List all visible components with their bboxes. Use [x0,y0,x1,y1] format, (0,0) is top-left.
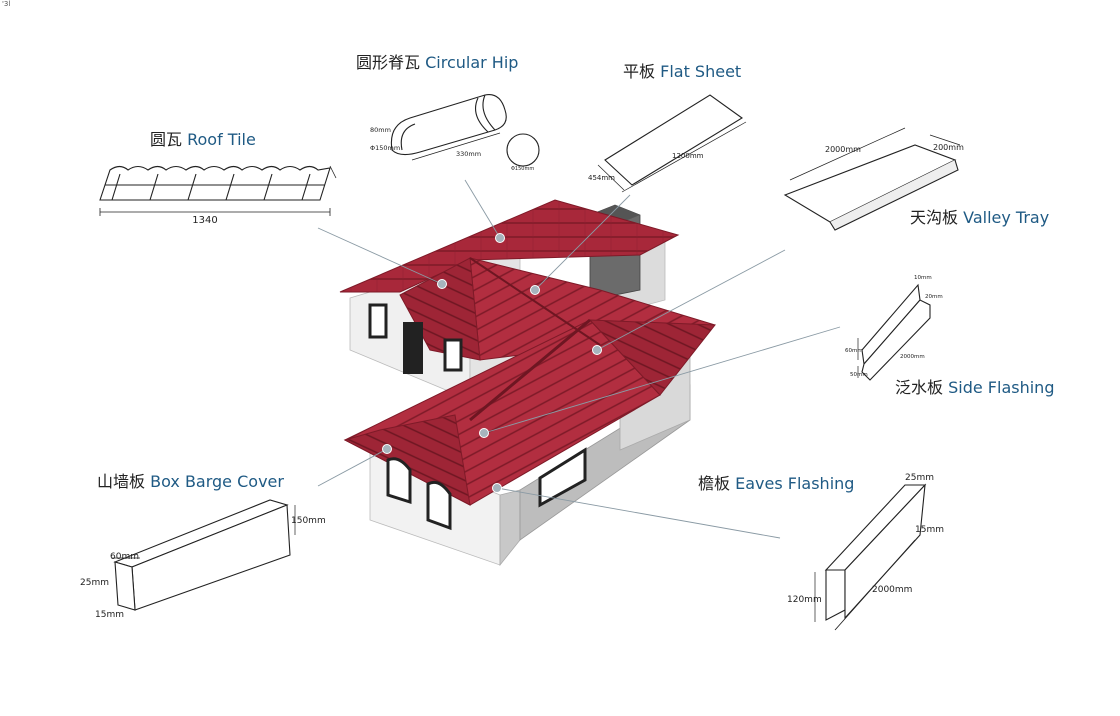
eaves-flashing-dim-2000: 2000mm [872,585,912,595]
eaves-flashing-dim-25: 25mm [905,473,934,483]
house-illustration [339,199,716,567]
leader-side-flashing [483,326,841,434]
dot-box-barge [382,444,392,454]
roof-tile-drawing [99,165,337,216]
dot-side-flashing [479,428,489,438]
roof-tile-en: Roof Tile [187,130,256,149]
circular-hip-dim-330: 330mm [456,150,481,158]
window-back-2 [443,338,463,372]
leader-flat-sheet [534,194,631,291]
dot-valley-tray [592,345,602,355]
window-front-2 [426,480,452,531]
valley-tray-drawing [783,127,961,231]
valley-tray-dim-2000: 2000mm [825,145,861,154]
circular-hip-en: Circular Hip [425,53,519,72]
circular-hip-zh: 圆形脊瓦 [356,53,421,72]
roof-front-hip [588,319,716,396]
roof-tile-zh: 圆瓦 [150,130,183,149]
valley-tray-zh: 天沟板 [910,208,959,227]
label-valley-tray: 天沟板 Valley Tray [910,208,1049,228]
box-barge-dim-25: 25mm [80,578,109,588]
side-flashing-dim-20: 20mm [925,294,943,300]
roof-tile-dim-1340: 1340 [192,215,217,226]
flat-sheet-en: Flat Sheet [660,62,742,81]
window-front-1 [386,457,412,505]
flat-sheet-dim-454: 454mm [588,174,615,182]
side-flashing-dim-10: 10mm [914,275,932,281]
eaves-flashing-zh: 檐板 [698,474,731,493]
label-flat-sheet: 平板 Flat Sheet [623,62,741,82]
side-flashing-dim-50: 50mm [850,372,868,378]
label-eaves-flashing: 檐板 Eaves Flashing [698,474,854,494]
eaves-flashing-en: Eaves Flashing [735,474,855,493]
side-flashing-drawing [857,283,931,381]
leader-dots [382,233,602,493]
side-flashing-en: Side Flashing [948,378,1055,397]
leader-valley-tray [596,249,786,351]
circular-hip-dim-phi150-end: Φ150mm [511,166,534,172]
box-barge-dim-60: 60mm [110,552,139,562]
leader-box-barge [317,448,388,487]
dot-flat-sheet [530,285,540,295]
label-box-barge-cover: 山墙板 Box Barge Cover [97,472,284,492]
side-flashing-zh: 泛水板 [895,378,944,397]
circular-hip-dim-80: 80mm [370,126,391,134]
door [403,322,423,374]
roof-back [339,199,680,293]
circular-hip-dim-phi150: Φ150mm [370,144,400,152]
dot-roof-tile [437,279,447,289]
corner-mark: '3l [2,0,11,8]
box-barge-dim-15: 15mm [95,610,124,620]
label-side-flashing: 泛水板 Side Flashing [895,378,1054,398]
box-barge-dim-150: 150mm [291,516,326,526]
label-roof-tile: 圆瓦 Roof Tile [150,130,256,150]
leader-eaves-flashing [496,487,781,539]
box-barge-en: Box Barge Cover [150,472,284,491]
dot-circular-hip [495,233,505,243]
valley-tray-dim-200: 200mm [933,143,964,152]
circular-hip-drawing [390,94,540,167]
box-barge-zh: 山墙板 [97,472,146,491]
ridge-front [469,318,591,422]
side-flashing-dim-2000: 2000mm [900,354,925,360]
ridge-valley [469,257,601,346]
box-barge-drawing [112,499,296,611]
flat-sheet-zh: 平板 [623,62,656,81]
flat-sheet-dim-1200: 1200mm [672,152,704,160]
wall-front-corner [499,489,521,567]
side-flashing-dim-60: 60mm [845,348,863,354]
label-circular-hip: 圆形脊瓦 Circular Hip [356,53,518,73]
leader-circular-hip [464,179,501,239]
roof-hip-left [399,257,481,361]
leader-lines [317,179,841,539]
window-back-1 [368,303,388,339]
leader-roof-tile [317,227,443,285]
eaves-flashing-dim-15: 15mm [915,525,944,535]
valley-tray-en: Valley Tray [963,208,1050,227]
eaves-flashing-drawing [814,483,927,631]
eaves-flashing-dim-120: 120mm [787,595,822,605]
flat-sheet-drawing [597,94,747,193]
dot-eaves-flashing [492,483,502,493]
